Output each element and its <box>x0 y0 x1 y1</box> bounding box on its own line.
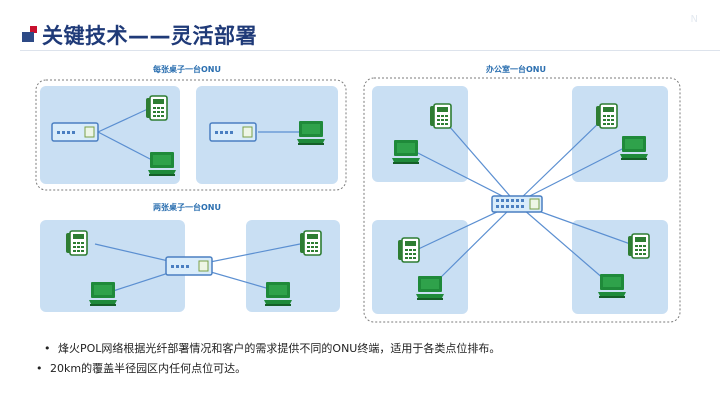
onu-device-icon <box>51 122 99 142</box>
telephone-icon <box>145 95 168 121</box>
desk-room-4 <box>246 220 340 312</box>
title-divider <box>20 50 720 51</box>
computer-icon <box>89 282 117 306</box>
bullet-1: •烽火POL网络根据光纤部署情况和客户的需求提供不同的ONU终端，适用于各类点位… <box>44 342 501 355</box>
links-desk-1 <box>97 107 153 161</box>
onu-device-icon <box>165 256 213 276</box>
links-office <box>411 117 637 287</box>
computer-icon <box>264 282 292 306</box>
computer-icon <box>392 140 420 164</box>
zone-one-per-office <box>363 77 681 323</box>
label-one-per-office: 办公室一台ONU <box>486 65 546 74</box>
office-room-tl <box>372 86 468 182</box>
computer-icon <box>416 276 444 300</box>
zone-one-per-desk <box>35 79 347 191</box>
label-two-desks: 两张桌子一台ONU <box>153 203 221 212</box>
switch-icon <box>491 195 543 213</box>
office-room-br <box>572 220 668 314</box>
bullet-2-text: 20km的覆盖半径园区内任何点位可达。 <box>50 362 247 375</box>
onu-device-icon <box>209 122 257 142</box>
telephone-icon <box>429 103 452 129</box>
telephone-icon <box>397 237 420 263</box>
computer-icon <box>297 121 325 145</box>
logo-watermark: N <box>690 14 698 25</box>
telephone-icon <box>65 230 88 256</box>
telephone-icon <box>627 233 650 259</box>
computer-icon <box>598 274 626 298</box>
computer-icon <box>148 152 176 176</box>
title-accent-red <box>30 26 37 33</box>
office-room-bl <box>372 220 468 314</box>
desk-room-2 <box>196 86 338 184</box>
bullet-1-text: 烽火POL网络根据光纤部署情况和客户的需求提供不同的ONU终端，适用于各类点位排… <box>58 342 501 355</box>
desk-room-3 <box>40 220 185 312</box>
bullet-2: •20km的覆盖半径园区内任何点位可达。 <box>36 362 247 375</box>
telephone-icon <box>299 230 322 256</box>
title-accent-blue <box>22 32 34 42</box>
label-one-per-desk: 每张桌子一台ONU <box>153 65 221 74</box>
telephone-icon <box>595 103 618 129</box>
computer-icon <box>620 136 648 160</box>
slide-title: 关键技术——灵活部署 <box>42 24 257 48</box>
